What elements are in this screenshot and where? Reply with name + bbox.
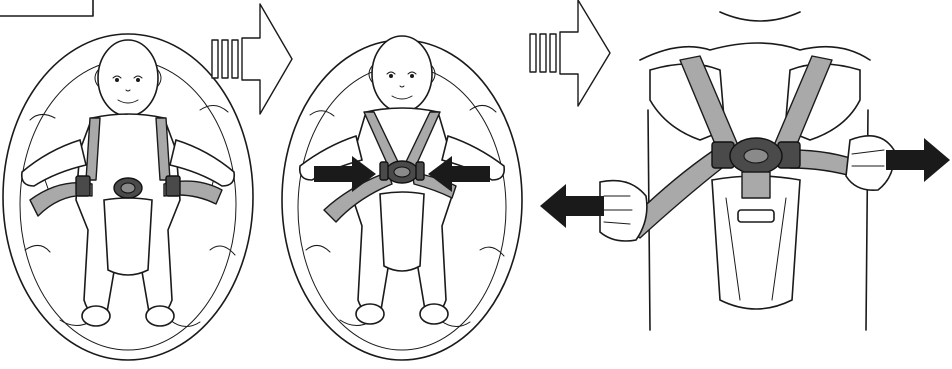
buckle-clip-left-1: [76, 176, 90, 196]
baby-head-2: [372, 36, 432, 112]
step-arrow-head-1: [242, 4, 292, 114]
baby-head-1: [98, 40, 158, 116]
panel-1: [3, 34, 253, 360]
hand-left: [600, 181, 647, 241]
crotch-pad-2: [380, 192, 424, 271]
pull-arrow-left: [540, 184, 604, 228]
buckle-clip-right-1: [166, 176, 180, 196]
pull-arrow-right: [886, 138, 950, 182]
corner-frame: [0, 0, 93, 16]
step-arrow-head-2: [560, 0, 610, 106]
crotch-strap-3: [742, 172, 770, 198]
crotch-pad-1: [104, 198, 152, 275]
step-arrow-2: [530, 0, 610, 106]
panel-2: [282, 36, 522, 360]
